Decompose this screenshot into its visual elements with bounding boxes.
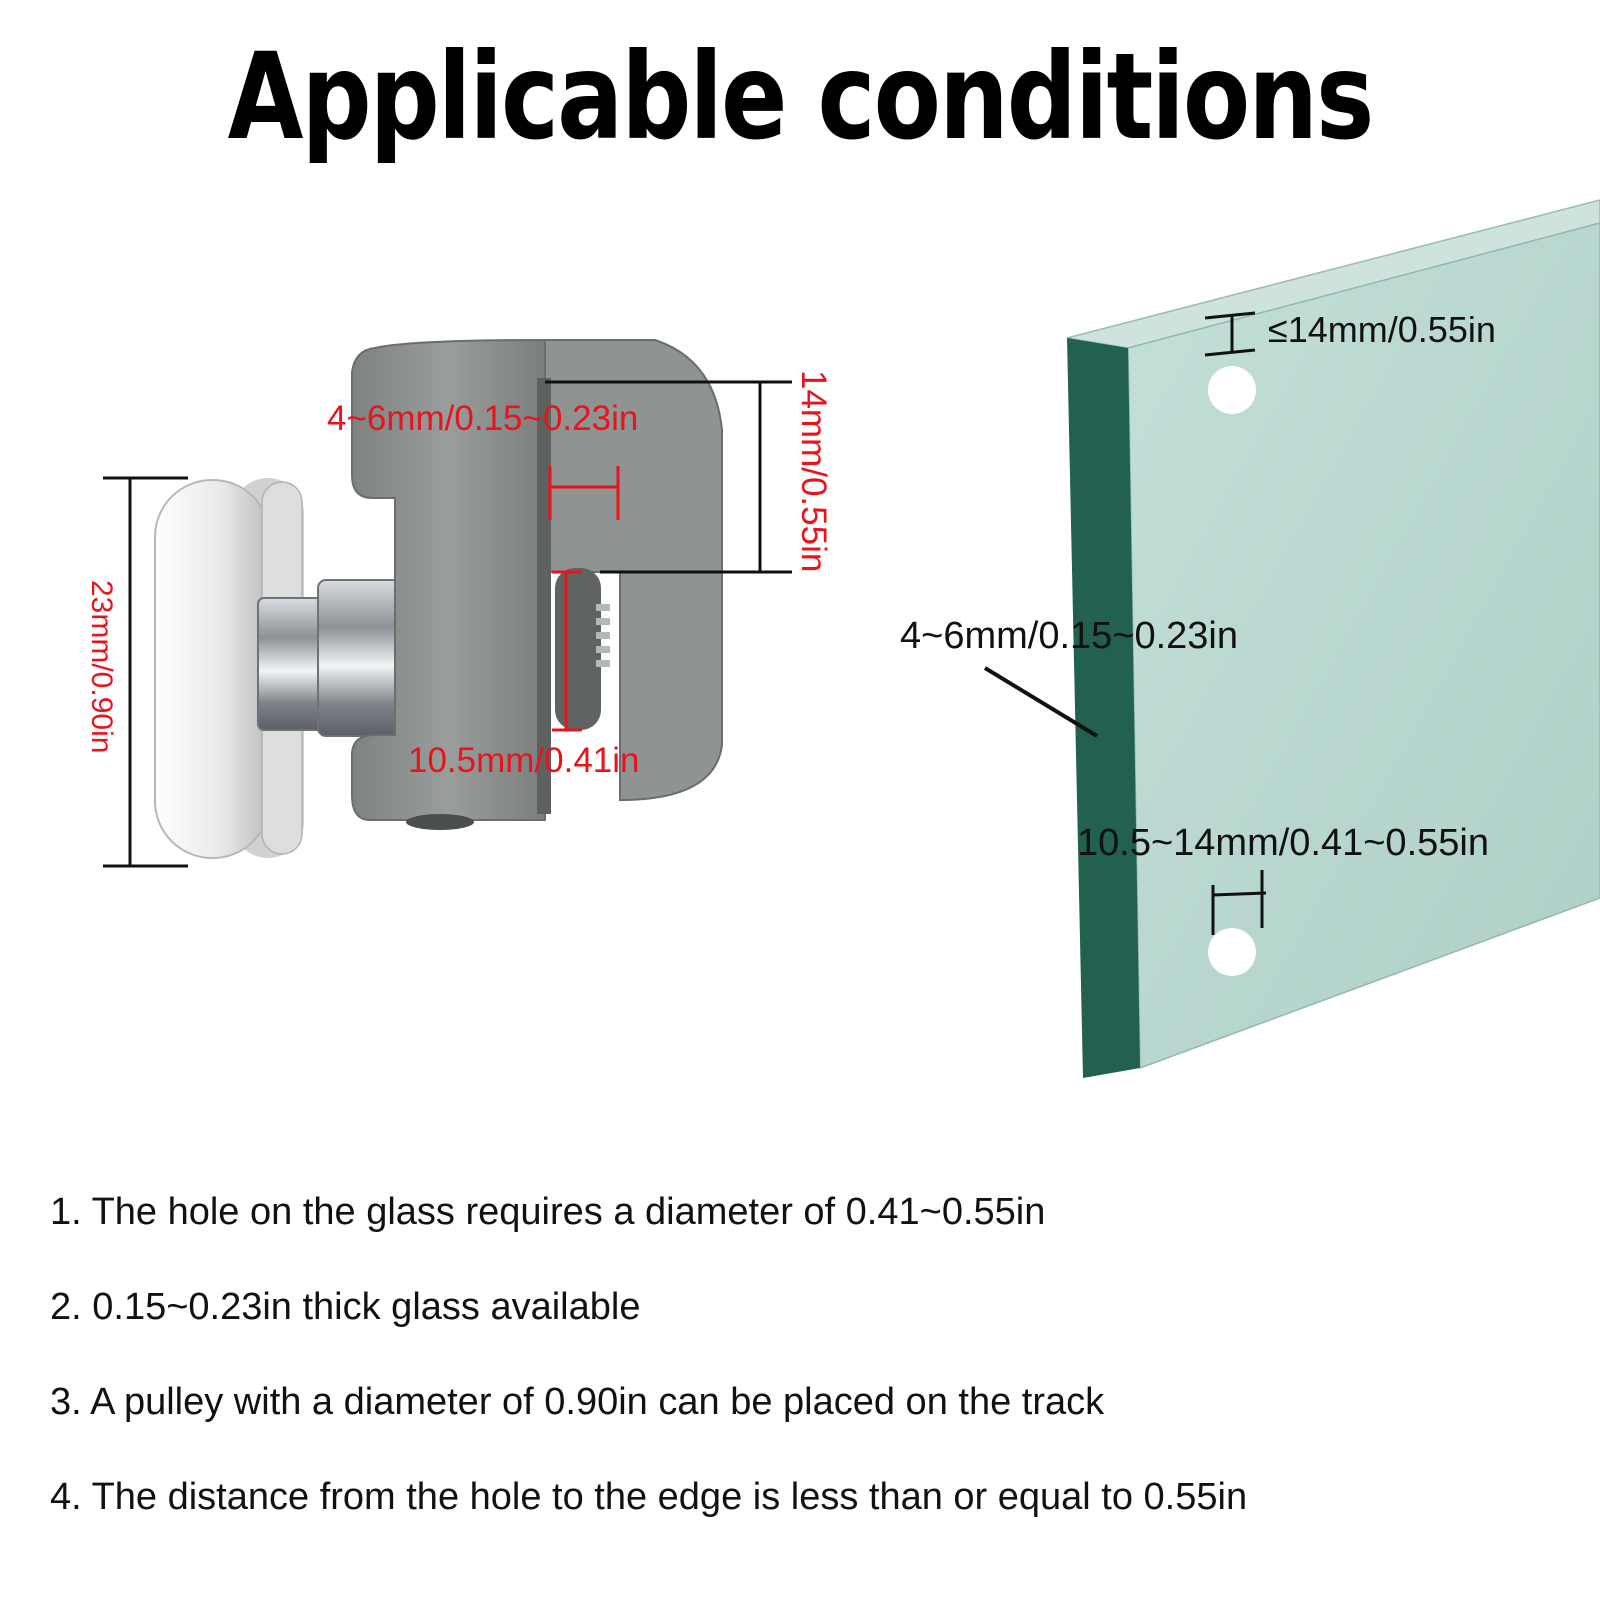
pointer-thickness xyxy=(983,666,1099,738)
notes-list: 1. The hole on the glass requires a diam… xyxy=(50,1192,1570,1572)
label-wheel-diameter: 23mm/0.90in xyxy=(85,580,118,753)
page-title: Applicable conditions xyxy=(227,28,1375,168)
label-hole-diameter: 10.5~14mm/0.41~0.55in xyxy=(1077,822,1489,864)
dimension-edge-distance xyxy=(1204,311,1256,357)
dimension-gap-width xyxy=(548,466,620,520)
label-gap-width: 4~6mm/0.15~0.23in xyxy=(327,399,638,438)
dimension-wheel-diameter xyxy=(103,476,188,868)
screw-thread xyxy=(596,604,610,667)
label-thickness: 4~6mm/0.15~0.23in xyxy=(900,615,1238,657)
note-item: 2. 0.15~0.23in thick glass available xyxy=(50,1286,641,1328)
roller-axle xyxy=(257,579,409,737)
label-shaft-length: 10.5mm/0.41in xyxy=(408,741,640,780)
glass-hole-top xyxy=(1208,366,1256,414)
note-item: 4. The distance from the hole to the edg… xyxy=(50,1476,1248,1518)
glass-hole-bottom xyxy=(1208,928,1256,976)
label-inner-height: 14mm/0.55in xyxy=(794,370,833,572)
dimension-shaft-length xyxy=(552,570,582,732)
dimension-hole-diameter xyxy=(1211,870,1267,935)
label-edge-distance: ≤14mm/0.55in xyxy=(1268,309,1496,350)
diagram: 4~6mm/0.15~0.23in 14mm/0.55in 23mm/0.90i… xyxy=(85,199,1600,1078)
dimension-inner-height xyxy=(545,380,792,574)
glass-panel xyxy=(1066,199,1600,1078)
note-item: 3. A pulley with a diameter of 0.90in ca… xyxy=(50,1381,1105,1423)
note-item: 1. The hole on the glass requires a diam… xyxy=(50,1191,1046,1233)
